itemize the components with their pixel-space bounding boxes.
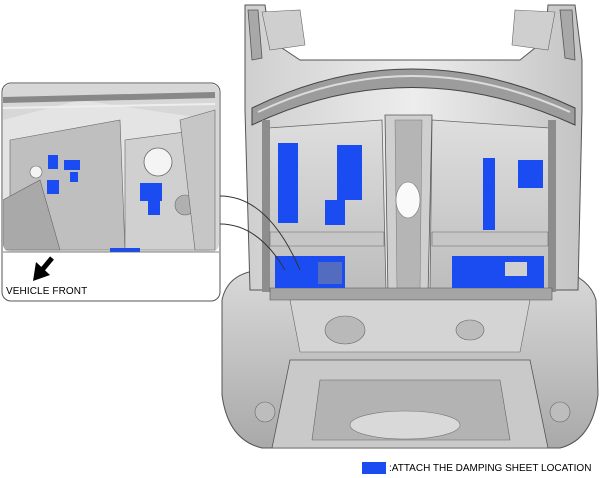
legend-text: :ATTACH THE DAMPING SHEET LOCATION <box>389 462 592 474</box>
damping-sheet-marker <box>337 145 362 200</box>
vehicle-front-arrow-icon <box>33 256 54 281</box>
damping-sheet-marker <box>452 256 544 288</box>
damping-sheet-marker <box>140 183 162 201</box>
damping-sheet-marker <box>148 201 160 215</box>
leader-line <box>219 195 301 271</box>
body-shell <box>221 4 599 449</box>
damping-sheet-marker <box>70 172 78 182</box>
damping-sheet-marker <box>47 180 59 194</box>
legend: :ATTACH THE DAMPING SHEET LOCATION <box>362 461 591 475</box>
cross-member <box>251 68 576 126</box>
vehicle-front-label: VEHICLE FRONT <box>6 286 88 297</box>
damping-sheet-marker <box>64 160 80 170</box>
detail-inset <box>1 82 301 302</box>
damping-sheet-marker <box>110 248 140 252</box>
damping-sheet-marker <box>518 160 543 188</box>
damping-sheet-marker <box>325 200 345 225</box>
damping-sheet-marker <box>278 143 298 223</box>
legend-swatch-damping-sheet <box>362 462 386 474</box>
damping-sheet-marker <box>48 155 58 169</box>
damping-sheet-markers-main <box>275 143 544 288</box>
damping-sheet-marker <box>483 158 495 230</box>
